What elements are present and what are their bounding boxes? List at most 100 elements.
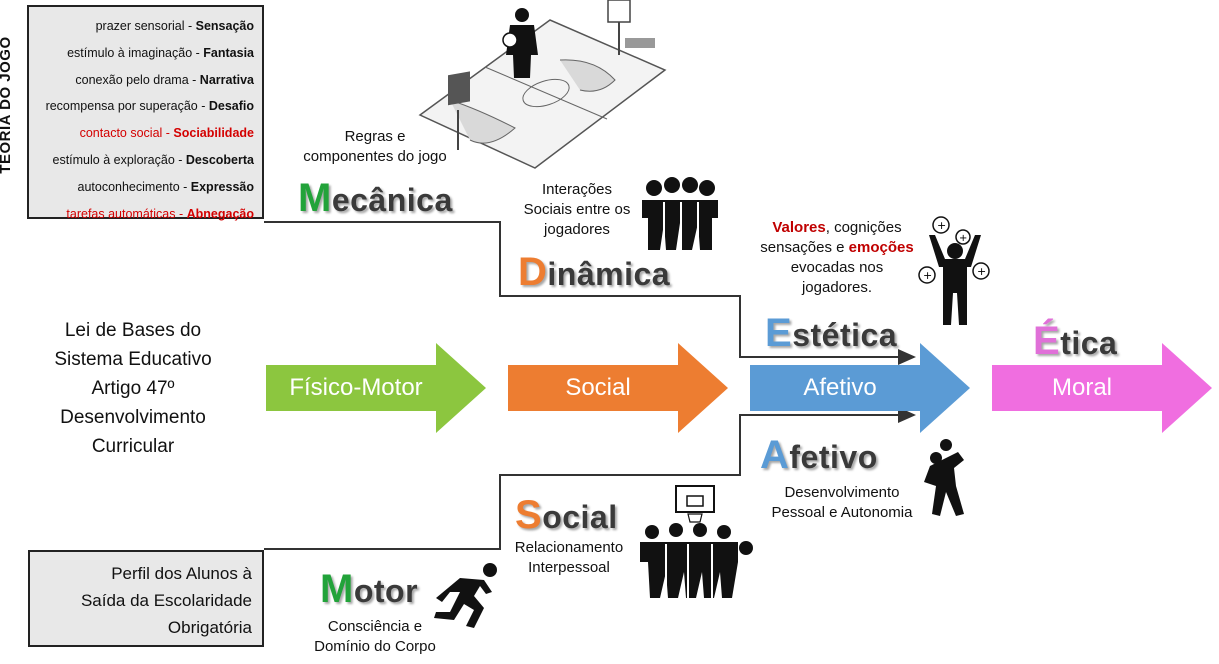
theory-item-desc: estímulo à imaginação - xyxy=(67,45,204,60)
dinamica-rest: inâmica xyxy=(547,256,671,292)
afetivo-desc-line: Desenvolvimento xyxy=(784,484,900,501)
estetica-desc-line-2: sensações e emoções xyxy=(752,238,922,258)
theory-item-desc: recompensa por superação - xyxy=(45,99,209,114)
theory-item-term: Sensação xyxy=(195,19,254,33)
upper-connector xyxy=(264,221,916,365)
basketball-team-icon xyxy=(640,485,753,598)
dinamica-desc-line: Sociais entre os xyxy=(523,201,631,218)
social-desc-line: Relacionamento xyxy=(514,539,624,556)
theory-item: prazer sensorial - Sensação xyxy=(46,13,254,40)
arrow-fisico-motor xyxy=(266,343,486,433)
social-heading: Social xyxy=(515,493,618,538)
theory-item: recompensa por superação - Desafio xyxy=(46,93,254,120)
law-text: Lei de Bases do Sistema Educativo Artigo… xyxy=(18,316,248,461)
mecanica-desc: Regras e componentes do jogo xyxy=(295,127,455,167)
lower-connector xyxy=(264,407,916,550)
arrow-label-moral: Moral xyxy=(1051,374,1112,401)
theory-item: autoconhecimento - Expressão xyxy=(46,174,255,201)
mecanica-heading: Mecânica xyxy=(298,176,453,221)
theory-item: tarefas automáticas - Abnegação xyxy=(46,201,254,228)
running-person-icon xyxy=(434,563,497,628)
arrow-label-afetivo: Afetivo xyxy=(803,374,877,401)
motor-desc: Consciência e Domínio do Corpo xyxy=(300,617,450,657)
afetivo-cap: A xyxy=(760,433,790,477)
svg-text:+: + xyxy=(937,219,946,232)
estetica-rest: stética xyxy=(792,317,898,353)
mecanica-rest: ecânica xyxy=(331,182,453,218)
svg-text:+: + xyxy=(977,265,986,278)
dinamica-desc-line: jogadores xyxy=(544,221,610,238)
afetivo-heading: Afetivo xyxy=(760,433,878,478)
theory-item-desc: estímulo à exploração - xyxy=(52,152,186,167)
theory-item: contacto social - Sociabilidade xyxy=(46,120,254,147)
etica-heading: Ética xyxy=(1033,319,1117,364)
estetica-sensations: sensações e xyxy=(760,239,849,256)
theory-item-desc: contacto social - xyxy=(79,126,174,141)
theory-item-term: Fantasia xyxy=(203,45,254,60)
motor-heading: Motor xyxy=(320,567,418,612)
happy-person-icon: + + + + xyxy=(918,216,990,325)
social-rest: ocial xyxy=(542,499,618,535)
motor-rest: otor xyxy=(353,573,419,609)
piggyback-icon xyxy=(924,439,964,516)
dinamica-heading: Dinâmica xyxy=(518,250,670,295)
estetica-values: Valores xyxy=(772,219,826,236)
arrow-afetivo xyxy=(750,343,970,433)
theory-item-term: Expressão xyxy=(190,179,254,194)
motor-cap: M xyxy=(320,567,354,611)
mecanica-desc-line: componentes do jogo xyxy=(303,148,447,165)
social-cap: S xyxy=(515,493,543,537)
etica-rest: tica xyxy=(1060,325,1118,361)
theory-item: estímulo à imaginação - Fantasia xyxy=(46,40,254,67)
estetica-emotions: emoções xyxy=(848,239,914,256)
theory-item-desc: conexão pelo drama - xyxy=(75,72,200,87)
basketball-court-icon xyxy=(418,0,667,169)
estetica-desc-line-1: Valores, cognições xyxy=(752,218,922,238)
arrow-moral xyxy=(992,343,1212,433)
theory-item-desc: autoconhecimento - xyxy=(77,179,191,194)
estetica-desc-line-4: jogadores. xyxy=(801,279,873,296)
dinamica-desc: Interações Sociais entre os jogadores xyxy=(512,180,642,240)
theory-item-term: Descoberta xyxy=(185,152,254,167)
law-line: Lei de Bases do xyxy=(64,320,202,341)
mecanica-desc-line: Regras e xyxy=(344,128,406,145)
profile-line: Perfil dos Alunos à xyxy=(111,564,252,583)
theory-item-term: Desafio xyxy=(208,99,254,114)
afetivo-desc-line: Pessoal e Autonomia xyxy=(771,504,913,521)
theory-item-term: Abnegação xyxy=(186,206,254,221)
theory-item: estímulo à exploração - Descoberta xyxy=(46,147,255,174)
arrow-social xyxy=(508,343,728,433)
dinamica-cap: D xyxy=(518,250,548,294)
etica-cap: É xyxy=(1033,319,1061,363)
student-profile-box: Perfil dos Alunos à Saída da Escolaridad… xyxy=(28,550,264,647)
profile-line: Saída da Escolaridade xyxy=(80,591,252,610)
dinamica-desc-line: Interações xyxy=(541,181,613,198)
svg-text:+: + xyxy=(923,269,932,282)
law-line: Desenvolvimento xyxy=(60,407,206,428)
theory-item-desc: tarefas automáticas - xyxy=(66,206,187,221)
estetica-heading: Estética xyxy=(765,311,897,356)
theory-item: conexão pelo drama - Narrativa xyxy=(46,67,254,94)
mecanica-cap: M xyxy=(298,176,332,220)
social-desc-line: Interpessoal xyxy=(528,559,610,576)
motor-desc-line: Consciência e xyxy=(327,618,423,635)
profile-line: Obrigatória xyxy=(167,618,252,637)
law-line: Artigo 47º xyxy=(91,378,175,399)
estetica-cognitions: , cognições xyxy=(825,219,902,236)
afetivo-rest: fetivo xyxy=(789,439,878,475)
game-theory-title: TEORIA DO JOGO xyxy=(0,36,14,174)
estetica-desc-line-3: evocadas nos xyxy=(790,259,884,276)
motor-desc-line: Domínio do Corpo xyxy=(314,638,436,655)
group-hug-icon xyxy=(642,177,718,250)
afetivo-desc: Desenvolvimento Pessoal e Autonomia xyxy=(762,483,922,523)
arrow-label-fisico-motor: Físico-Motor xyxy=(289,374,423,401)
estetica-cap: E xyxy=(765,311,793,355)
estetica-desc: Valores, cognições sensações e emoções e… xyxy=(752,218,922,298)
law-line: Curricular xyxy=(91,436,175,457)
svg-text:+: + xyxy=(959,233,967,244)
theory-item-term: Narrativa xyxy=(199,72,254,87)
arrow-label-social: Social xyxy=(565,374,631,401)
